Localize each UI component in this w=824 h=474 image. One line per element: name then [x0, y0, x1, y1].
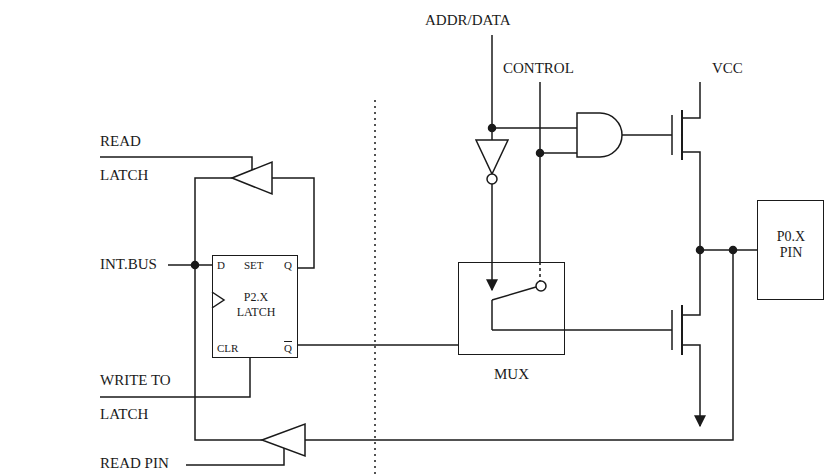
fet-gate [671, 115, 673, 155]
pin-box: P0.X PIN [757, 200, 824, 300]
junction-dot [697, 247, 704, 254]
signal-label: INT.BUS [100, 256, 157, 273]
pin-wire [700, 249, 757, 251]
switch-wire [491, 300, 493, 330]
and-input-wire [492, 127, 577, 129]
junction-dot [192, 262, 199, 269]
ground-wire [682, 345, 700, 426]
node-text: P0.X PIN [766, 229, 816, 261]
signal-label: READ PIN [100, 455, 169, 472]
and-gate [577, 113, 622, 157]
inverter-bubble [487, 174, 497, 184]
divider-line [374, 100, 376, 474]
read-pin-wire [186, 448, 284, 465]
node-text: CLR [217, 342, 238, 354]
control-wire [539, 82, 541, 262]
latch-box: D SET Q P2.X LATCH CLR Q [212, 255, 298, 358]
supply-label: VCC [712, 60, 743, 77]
vcc-wire [682, 82, 700, 118]
mux-output-wire [565, 329, 672, 331]
signal-label: CONTROL [503, 60, 574, 77]
clock-symbol [212, 292, 224, 308]
fet-gate [671, 310, 673, 350]
bus-label: ADDR/DATA [425, 12, 510, 29]
and-output-wire [622, 134, 672, 136]
inverter-symbol [476, 140, 508, 174]
inverted-addr-wire [491, 184, 493, 290]
node-text: MUX [459, 366, 564, 383]
signal-wire [298, 344, 458, 346]
read-latch-buffer [232, 162, 272, 194]
node-text: Q [284, 259, 292, 271]
junction-dot [730, 247, 737, 254]
int-bus-wire [168, 264, 212, 266]
signal-label: READ LATCH [100, 124, 160, 192]
signal-label: WRITE TO LATCH [100, 363, 180, 431]
node-text: D [217, 259, 225, 271]
fet-channel [681, 305, 683, 355]
node-text: Q [284, 342, 292, 354]
node-text: P2.X LATCH [231, 290, 281, 320]
switch-contact [536, 281, 546, 291]
node-text: SET [244, 259, 264, 271]
switch-wire [492, 329, 565, 331]
mux-box: MUX [458, 262, 565, 355]
control-link [539, 262, 541, 281]
switch-blade [492, 287, 536, 300]
and-input-wire [540, 152, 577, 154]
output-wire [682, 152, 700, 315]
